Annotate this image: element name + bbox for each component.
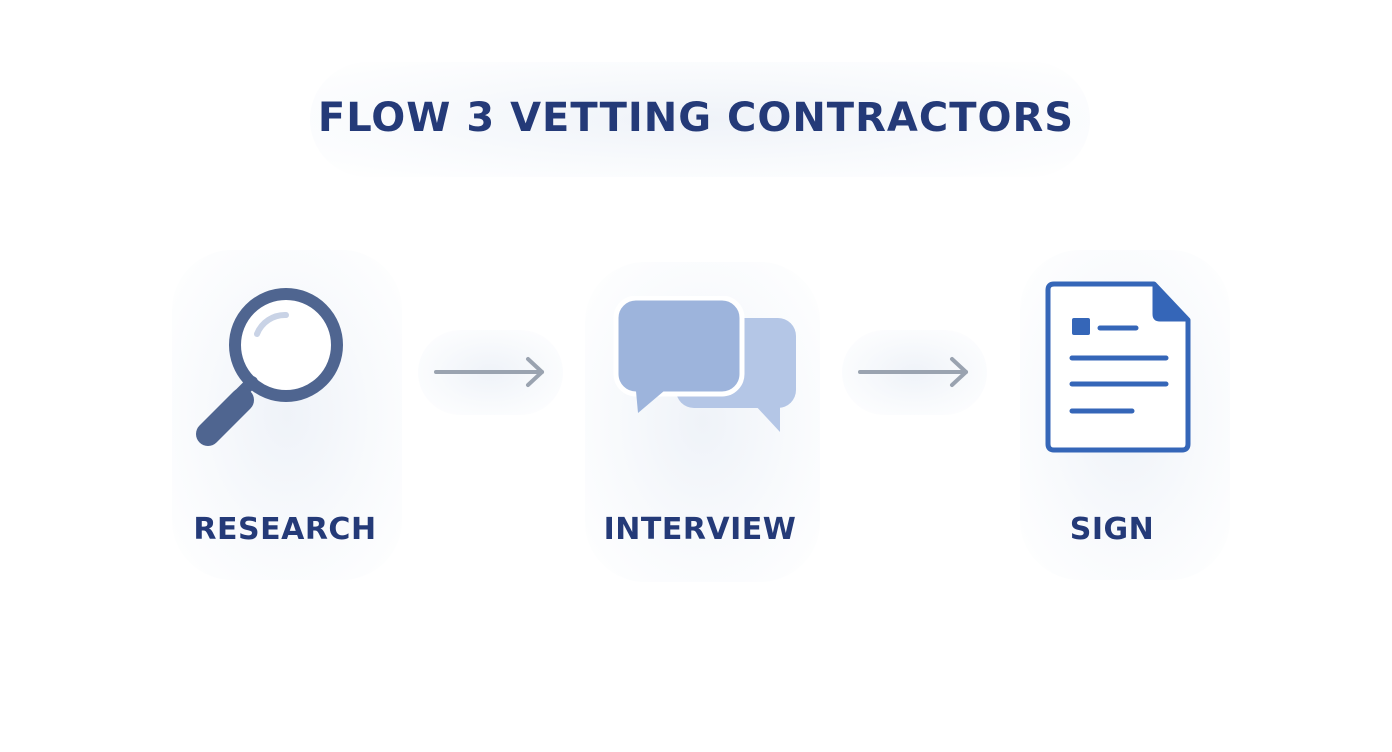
magnifying-glass-icon [196,288,343,446]
arrow-right-icon [858,357,968,387]
arrow-right-icon [434,357,544,387]
step-label-interview: INTERVIEW [603,512,797,547]
step-label-research: RESEARCH [193,512,377,547]
step-label-sign: SIGN [1069,512,1155,547]
title-glow [310,62,1090,177]
document-icon [1045,281,1191,453]
chat-bubbles-icon [613,296,796,432]
diagram-title: FLOW 3 VETTING CONTRACTORS [317,95,1075,141]
